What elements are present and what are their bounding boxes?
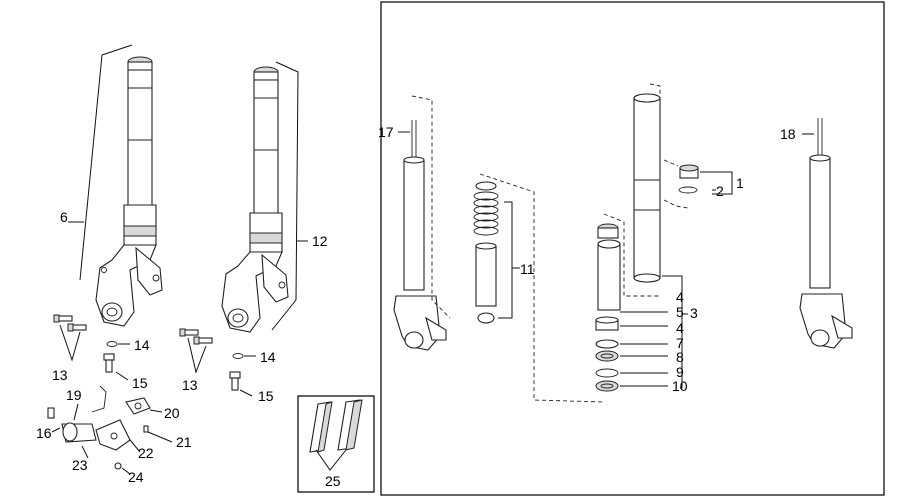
sensor-assembly [47,385,151,470]
callout-25: 25 [325,473,341,489]
callout-16: 16 [36,425,52,441]
fork-leg-right-assembly [221,66,289,333]
callout-14b: 14 [260,349,276,365]
callout-1: 1 [736,175,744,191]
callout-5: 5 [676,304,684,320]
callout-3: 3 [690,305,698,321]
callout-8: 8 [676,349,684,365]
callout-18: 18 [780,126,796,142]
callout-7: 7 [676,335,684,351]
stanchion-tube [633,93,661,283]
callout-4a: 4 [676,289,684,305]
callout-9: 9 [676,364,684,380]
callout-4b: 4 [676,320,684,336]
callout-13b: 13 [182,377,198,393]
damper-cartridge-18 [799,118,853,349]
callout-24: 24 [128,469,144,485]
callout-21: 21 [176,434,192,450]
callout-15a: 15 [132,375,148,391]
part-25-box [297,395,375,493]
fork-leg-left-assembly [95,56,163,327]
bolt-set-left [53,314,118,373]
oring-2 [678,186,698,194]
inner-parts [595,223,621,392]
spring-set-11 [473,181,499,324]
callout-13a: 13 [52,367,68,383]
callout-23: 23 [72,457,88,473]
callout-20: 20 [164,405,180,421]
callout-19: 19 [66,387,82,403]
internals-frame [380,1,885,496]
callout-11: 11 [520,261,535,277]
callout-22: 22 [138,445,154,461]
callout-labels: 1 2 3 4 5 4 7 8 9 10 11 17 18 6 12 13 13… [36,124,796,489]
callout-15b: 15 [258,388,274,404]
callout-12: 12 [312,233,328,249]
callout-10: 10 [672,378,688,394]
damper-cartridge-17 [393,120,447,351]
callout-17: 17 [378,124,394,140]
bolt-set-right [179,328,244,391]
top-cap-1 [679,164,699,179]
callout-14a: 14 [134,337,150,353]
callout-2: 2 [716,183,724,199]
callout-6: 6 [60,209,68,225]
fork-protectors [309,399,363,453]
